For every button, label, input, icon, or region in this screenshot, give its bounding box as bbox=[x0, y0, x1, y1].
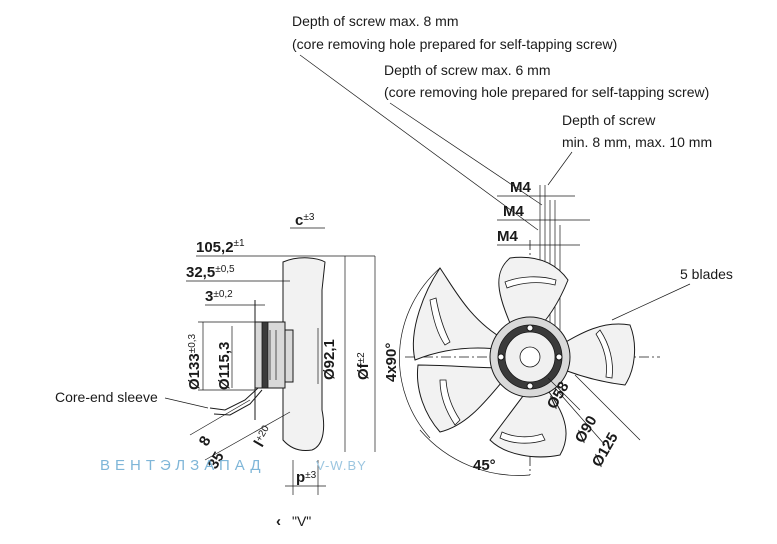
note-core-end-sleeve: Core-end sleeve bbox=[55, 389, 158, 405]
svg-text:8: 8 bbox=[196, 433, 215, 449]
svg-text:Ø92,1: Ø92,1 bbox=[321, 339, 338, 380]
dim-3: 3±0,2 bbox=[205, 288, 233, 305]
side-motor-flange bbox=[261, 321, 269, 389]
svg-text:45°: 45° bbox=[473, 457, 496, 474]
svg-text:35: 35 bbox=[205, 449, 228, 472]
dim-c: c±3 bbox=[295, 212, 315, 229]
svg-text:Ø90: Ø90 bbox=[572, 413, 601, 446]
blade-2 bbox=[498, 256, 569, 336]
dim-f: Øf±2 bbox=[344, 256, 372, 452]
note-view-v: "V" bbox=[292, 513, 311, 529]
svg-text:Ø133±0,3: Ø133±0,3 bbox=[186, 333, 203, 390]
watermark-site: V-W.BY bbox=[316, 458, 367, 473]
front-view bbox=[399, 240, 660, 475]
dim-35: 35 bbox=[205, 449, 228, 472]
leader-screw-depth-6 bbox=[389, 102, 543, 206]
note-screw-depth-6: Depth of screw max. 6 mm (core removing … bbox=[384, 62, 709, 100]
dim-133: Ø133±0,3 bbox=[186, 321, 255, 391]
blade-1 bbox=[412, 267, 506, 361]
dim-115: Ø115,3 bbox=[216, 326, 233, 390]
leader-screw-depth-range bbox=[547, 151, 573, 186]
svg-text:Ø115,3: Ø115,3 bbox=[216, 342, 233, 390]
dim-45: 45° bbox=[419, 429, 531, 476]
leader-blades bbox=[611, 283, 691, 321]
front-hub-center bbox=[519, 346, 541, 368]
view-v-arrow: ‹ bbox=[276, 513, 281, 530]
dim-4x90: 4x90° bbox=[374, 256, 400, 452]
blade-3 bbox=[551, 323, 635, 386]
dim-105: 105,2±1 bbox=[196, 238, 245, 256]
side-hub bbox=[284, 329, 294, 383]
note-screw-depth-8-line1: Depth of screw max. 8 mm bbox=[292, 13, 459, 29]
side-view bbox=[209, 257, 326, 451]
watermark-brand: ВЕНТЭЛЗАПАД bbox=[100, 457, 265, 474]
dim-m4-a: M4 bbox=[510, 179, 531, 196]
dim-92: Ø92,1 bbox=[317, 328, 338, 384]
svg-text:Ø125: Ø125 bbox=[589, 430, 622, 470]
front-screw-hole-right bbox=[555, 353, 563, 361]
note-blades: 5 blades bbox=[680, 266, 733, 282]
note-screw-depth-range-line1: Depth of screw bbox=[562, 112, 656, 128]
front-screw-hole-left bbox=[497, 353, 505, 361]
dim-32: 32,5±0,5 bbox=[186, 264, 235, 281]
front-screw-hole-top bbox=[526, 324, 534, 332]
leader-core-end-sleeve bbox=[164, 397, 209, 409]
note-screw-depth-range: Depth of screw min. 8 mm, max. 10 mm bbox=[562, 112, 712, 150]
side-blade-profile bbox=[282, 257, 326, 451]
note-screw-depth-range-line2: min. 8 mm, max. 10 mm bbox=[562, 134, 712, 150]
dim-m4-c: M4 bbox=[497, 228, 518, 245]
note-screw-depth-8-line2: (core removing hole prepared for self-ta… bbox=[292, 36, 617, 52]
front-outer-arc bbox=[399, 267, 441, 439]
side-cable bbox=[209, 387, 259, 411]
svg-text:Øf±2: Øf±2 bbox=[355, 352, 372, 380]
leader-screw-depth-8 bbox=[299, 54, 539, 231]
dim-8: 8 bbox=[196, 433, 215, 449]
note-screw-depth-6-line1: Depth of screw max. 6 mm bbox=[384, 62, 551, 78]
front-screw-hole-bottom bbox=[526, 382, 534, 390]
note-screw-depth-6-line2: (core removing hole prepared for self-ta… bbox=[384, 84, 709, 100]
dim-m4-b: M4 bbox=[503, 203, 524, 220]
dim-p: p±3 bbox=[296, 469, 317, 486]
svg-text:4x90°: 4x90° bbox=[383, 343, 400, 382]
note-screw-depth-8: Depth of screw max. 8 mm (core removing … bbox=[292, 13, 617, 52]
